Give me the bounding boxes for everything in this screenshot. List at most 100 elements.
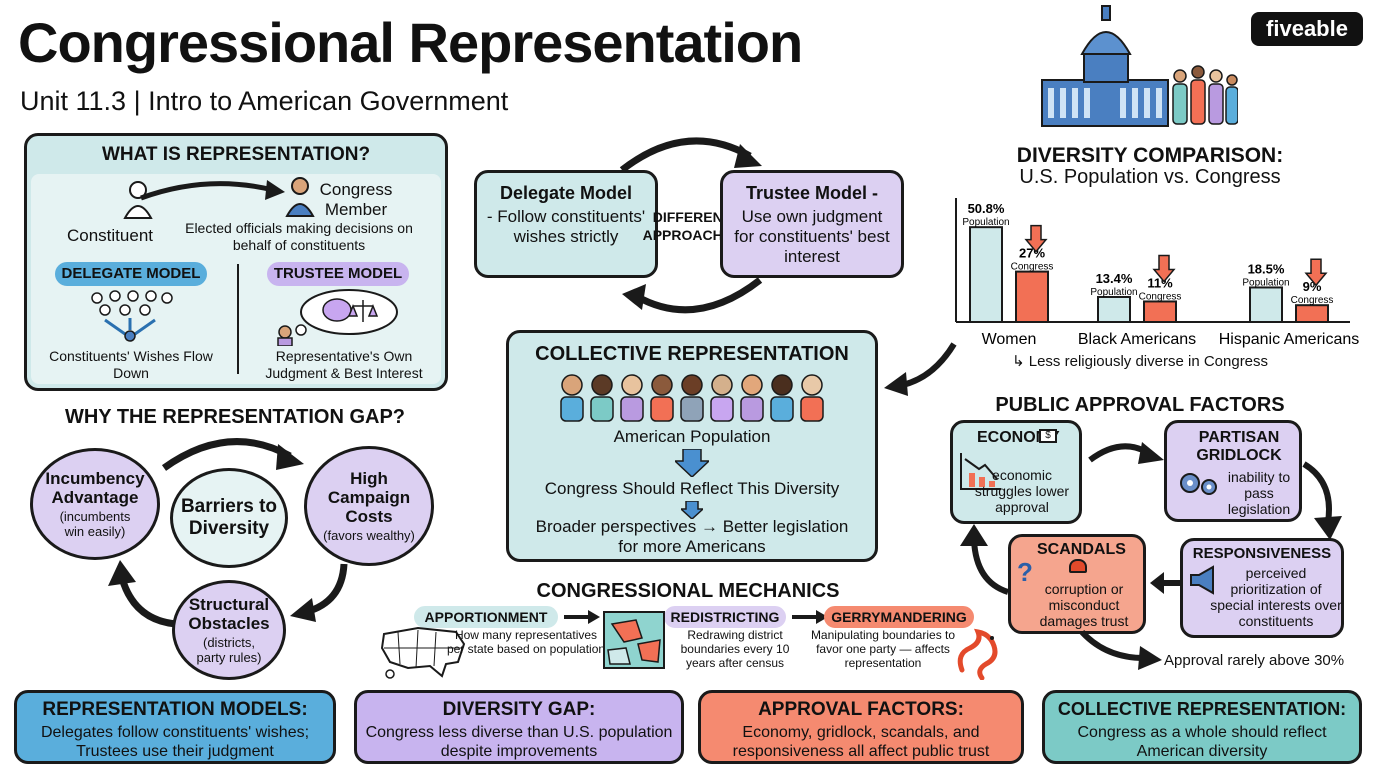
american-population-label: American Population <box>613 427 771 446</box>
congress-member-icon <box>285 176 315 223</box>
delegate-model-label: DELEGATE MODEL <box>55 262 207 286</box>
series-label-congress-0: Congress <box>1011 262 1054 273</box>
bar-population-0 <box>969 226 1003 323</box>
trustee-description: Representative's Own Judgment & Best Int… <box>265 348 423 381</box>
decrease-arrow-icon-2 <box>1304 258 1328 287</box>
scandals-title: SCANDALS <box>1037 541 1126 558</box>
summary-models-title: REPRESENTATION MODELS: <box>42 699 308 720</box>
trustee-model-desc: Use own judgment for constituents' best … <box>734 207 890 266</box>
congress-member-label: Congress Member <box>319 180 393 219</box>
value-label-population-1: 13.4% <box>1096 271 1133 286</box>
note-text: Less religiously diverse in Congress <box>1028 353 1269 370</box>
campaign-title: High Campaign Costs <box>327 469 411 526</box>
category-label-2: Hispanic Americans <box>1219 331 1360 348</box>
summary-gap-title: DIVERSITY GAP: <box>442 699 596 720</box>
mech-arrow-2-icon <box>790 608 830 631</box>
note-arrow-icon: ↳ <box>1012 353 1029 370</box>
page-subtitle: Unit 11.3 | Intro to American Government <box>20 86 509 116</box>
series-label-congress-1: Congress <box>1139 291 1182 302</box>
bar-congress-0 <box>1015 270 1049 323</box>
gerrymandering-label: GERRYMANDERING <box>824 606 974 628</box>
barriers-to-diversity-node: Barriers to Diversity <box>170 468 288 568</box>
flow-arrow-icon <box>137 176 287 211</box>
responsiveness-desc: perceived prioritization of special inte… <box>1210 565 1342 629</box>
brain-scale-icon <box>271 288 401 351</box>
gridlock-box: PARTISAN GRIDLOCK inability to pass legi… <box>1164 420 1302 522</box>
approval-arrow-1-icon <box>1086 438 1166 471</box>
chart-title: DIVERSITY COMPARISON: <box>1016 144 1284 167</box>
down-arrow-icon <box>673 448 711 482</box>
redistricting-label: REDISTRICTING <box>664 606 786 628</box>
summary-models-desc: Delegates follow constituents' wishes; T… <box>40 724 310 760</box>
summary-collective-title: COLLECTIVE REPRESENTATION: <box>1057 699 1347 719</box>
summary-approval-box: APPROVAL FACTORS: Economy, gridlock, sca… <box>698 690 1024 764</box>
series-label-congress-2: Congress <box>1291 295 1334 306</box>
what-is-title: WHAT IS REPRESENTATION? <box>101 144 371 165</box>
incumbency-title: Incumbency Advantage <box>45 469 145 507</box>
gridlock-title: PARTISAN GRIDLOCK <box>1196 429 1282 464</box>
delegate-description: Constituents' Wishes Flow Down <box>49 348 213 381</box>
barriers-label: Barriers to Diversity <box>180 496 278 539</box>
gears-icon <box>1177 469 1221 504</box>
campaign-costs-node: High Campaign Costs (favors wealthy) <box>304 446 434 566</box>
delegate-model-desc: - Follow constituents' wishes strictly <box>486 207 646 246</box>
category-label-0: Women <box>982 331 1037 348</box>
chart-down-icon <box>959 451 1003 496</box>
capitol-illustration <box>1038 2 1239 130</box>
bar-population-2 <box>1249 286 1283 323</box>
economy-desc: economic struggles lower approval <box>974 467 1070 515</box>
responsiveness-title: RESPONSIVENESS <box>1192 545 1332 562</box>
decrease-arrow-icon-0 <box>1024 224 1048 253</box>
trustee-model-title: Trustee Model - <box>745 183 879 203</box>
approval-note: Approval rarely above 30% <box>1164 652 1345 669</box>
campaign-desc: (favors wealthy) <box>323 528 415 543</box>
trustee-model-box: Trustee Model - Use own judgment for con… <box>720 170 904 278</box>
gap-arrow-left-icon <box>104 560 184 635</box>
incumbency-desc: (incumbents win easily) <box>59 509 131 539</box>
summary-gap-box: DIVERSITY GAP: Congress less diverse tha… <box>354 690 684 764</box>
value-label-population-0: 50.8% <box>968 201 1005 216</box>
decrease-arrow-icon-1 <box>1152 254 1176 283</box>
brand-logo: fiveable <box>1251 12 1363 46</box>
chart-to-collective-arrow-icon <box>880 340 960 401</box>
apportionment-label: APPORTIONMENT <box>414 606 558 628</box>
structural-title: Structural Obstacles <box>188 595 270 633</box>
what-is-representation-panel: WHAT IS REPRESENTATION? Constituent Cong… <box>24 133 448 391</box>
approval-title: PUBLIC APPROVAL FACTORS <box>995 394 1285 416</box>
collective-title: COLLECTIVE REPRESENTATION <box>535 343 849 365</box>
approval-arrow-5-icon <box>1078 628 1164 677</box>
mech-arrow-1-icon <box>562 608 602 631</box>
summary-collective-box: COLLECTIVE REPRESENTATION: Congress as a… <box>1042 690 1362 764</box>
megaphone-icon <box>1189 565 1219 600</box>
scandals-desc: corruption or misconduct damages trust <box>1039 581 1129 629</box>
question-icon: ? <box>1017 557 1033 587</box>
what-is-description: Elected officials making decisions on be… <box>185 220 413 253</box>
bar-congress-1 <box>1143 300 1177 323</box>
diverse-people-icon <box>553 371 833 428</box>
constituents-group-icon <box>85 290 175 351</box>
gridlock-desc: inability to pass legislation <box>1227 469 1291 517</box>
cycle-arrow-bottom-icon <box>616 274 766 325</box>
approval-arrow-4-icon <box>956 522 1012 607</box>
us-map-icon <box>378 624 470 685</box>
apportionment-desc: How many representatives per state based… <box>446 628 606 656</box>
structural-desc: (districts, party rules) <box>196 635 262 665</box>
summary-collective-desc: Congress as a whole should reflect Ameri… <box>1077 724 1327 760</box>
trustee-model-label: TRUSTEE MODEL <box>267 262 409 286</box>
approval-arrow-3-icon <box>1150 570 1182 601</box>
summary-approval-desc: Economy, gridlock, scandals, and respons… <box>732 724 990 760</box>
structural-obstacles-node: Structural Obstacles (districts, party r… <box>172 580 286 680</box>
down-arrow-small-icon <box>679 500 705 524</box>
constituent-label: Constituent <box>67 226 153 245</box>
series-label-population-2: Population <box>1242 277 1289 288</box>
cycle-arrow-top-icon <box>616 130 766 179</box>
gap-arrow-right-icon <box>290 560 360 627</box>
responsiveness-box: RESPONSIVENESS perceived prioritization … <box>1180 538 1344 638</box>
gap-arrow-top-icon <box>158 430 308 477</box>
gap-title: WHY THE REPRESENTATION GAP? <box>64 406 406 428</box>
category-label-1: Black Americans <box>1078 331 1196 348</box>
summary-models-box: REPRESENTATION MODELS: Delegates follow … <box>14 690 336 764</box>
series-label-population-0: Population <box>962 217 1009 228</box>
delegate-model-title: Delegate Model <box>499 183 633 203</box>
